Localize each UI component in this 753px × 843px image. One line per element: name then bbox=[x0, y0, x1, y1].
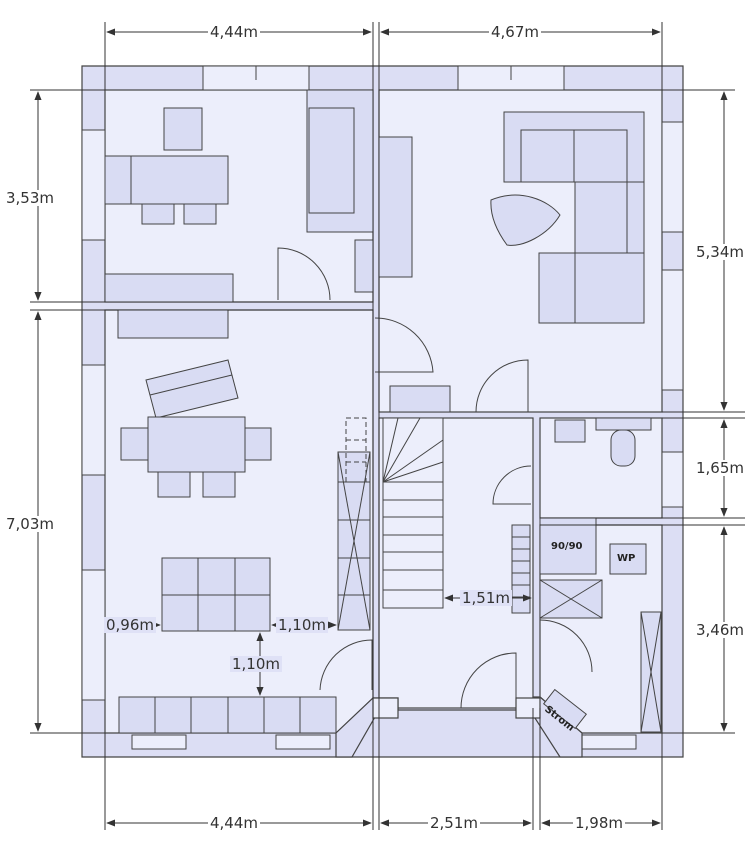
toilet-tank bbox=[595, 417, 652, 431]
dim-right-upper: 5,34m bbox=[694, 243, 747, 261]
sideboard bbox=[104, 273, 234, 303]
power-box bbox=[542, 688, 588, 730]
dim-bottom-right: 1,98m bbox=[573, 814, 626, 832]
dim-right-mid: 1,65m bbox=[694, 459, 747, 477]
staircase bbox=[345, 417, 444, 609]
heat-pump bbox=[609, 543, 647, 575]
window bbox=[81, 569, 106, 701]
dim-left-upper: 3,53m bbox=[4, 189, 57, 207]
sofa-angled bbox=[145, 359, 239, 419]
chair bbox=[183, 203, 217, 225]
dim-top-left: 4,44m bbox=[208, 23, 261, 41]
heat-pump-label: WP bbox=[617, 553, 636, 564]
chair bbox=[163, 107, 203, 151]
boiler bbox=[539, 517, 597, 575]
toilet bbox=[610, 429, 636, 467]
dim-top-right: 4,67m bbox=[489, 23, 542, 41]
dining-table bbox=[130, 155, 229, 205]
dim-bottom-mid: 2,51m bbox=[428, 814, 481, 832]
dim-left-lower: 7,03m bbox=[4, 515, 57, 533]
chair bbox=[157, 471, 191, 498]
washbasin bbox=[554, 419, 586, 443]
window bbox=[81, 129, 106, 241]
dimension-lines bbox=[30, 22, 745, 830]
window bbox=[661, 121, 684, 233]
chair bbox=[202, 471, 236, 498]
armchair bbox=[490, 194, 561, 246]
boiler-label: 90/90 bbox=[551, 541, 583, 552]
chair bbox=[104, 155, 132, 205]
dim-inner-left: 0,96m bbox=[104, 616, 157, 634]
dim-inner-vertical: 1,10m bbox=[230, 655, 283, 673]
cabinet bbox=[389, 385, 451, 413]
dim-stair-width: 1,51m bbox=[460, 589, 513, 607]
dim-inner-right: 1,10m bbox=[276, 616, 329, 634]
window bbox=[661, 269, 684, 391]
window bbox=[131, 734, 187, 750]
chair bbox=[141, 203, 175, 225]
radiator bbox=[511, 524, 531, 614]
windows bbox=[81, 65, 684, 750]
dim-right-lower: 3,46m bbox=[694, 621, 747, 639]
sofa-end bbox=[538, 252, 645, 324]
chair bbox=[244, 427, 272, 461]
cabinet bbox=[378, 136, 413, 278]
dining-table bbox=[147, 416, 246, 473]
sideboard bbox=[117, 309, 229, 339]
window bbox=[275, 734, 331, 750]
doors bbox=[277, 247, 593, 709]
furniture bbox=[104, 89, 662, 734]
window bbox=[661, 451, 684, 508]
chair bbox=[120, 427, 149, 461]
wardrobe-inner bbox=[308, 107, 355, 214]
cabinet bbox=[354, 239, 374, 293]
window bbox=[581, 734, 637, 750]
window bbox=[81, 364, 106, 476]
dim-bottom-left: 4,44m bbox=[208, 814, 261, 832]
